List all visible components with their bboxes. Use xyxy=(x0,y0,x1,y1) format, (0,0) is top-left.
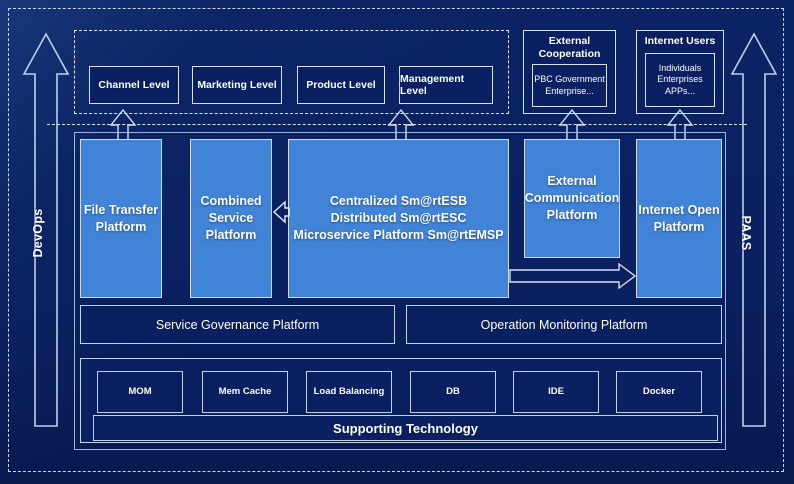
level-label: Product Level xyxy=(306,79,376,91)
up-arrow-icon xyxy=(22,32,70,427)
platform-label: Internet Open Platform xyxy=(638,202,720,234)
tech-box-docker[interactable]: Docker xyxy=(616,371,702,413)
platform-label: File Transfer Platform xyxy=(83,202,159,234)
internet-users-detail: Individuals Enterprises APPs... xyxy=(645,53,715,107)
tech-box-load-balancing[interactable]: Load Balancing xyxy=(306,371,392,413)
internet-open-platform[interactable]: Internet Open Platform xyxy=(636,139,722,298)
governance-label: Operation Monitoring Platform xyxy=(480,317,648,332)
level-box-channel[interactable]: Channel Level xyxy=(89,66,179,104)
right-arrow-icon xyxy=(509,262,637,290)
esb-line-3: Microservice Platform Sm@rtEMSP xyxy=(293,228,504,242)
tech-label: Docker xyxy=(642,386,676,397)
platform-label: Centralized Sm@rtESB Distributed Sm@rtES… xyxy=(293,193,503,244)
layer-divider xyxy=(47,124,747,125)
tech-label: IDE xyxy=(548,386,564,397)
tech-label: DB xyxy=(446,386,460,397)
tech-label: Load Balancing xyxy=(313,386,385,397)
devops-rail: DevOps xyxy=(22,30,72,430)
tech-box-mom[interactable]: MOM xyxy=(97,371,183,413)
level-box-product[interactable]: Product Level xyxy=(297,66,385,104)
level-label: Marketing Level xyxy=(197,79,277,91)
internet-users-title: Internet Users xyxy=(644,35,716,47)
up-arrow-icon xyxy=(730,32,778,427)
platform-frame xyxy=(74,132,726,450)
left-arrow-icon xyxy=(272,200,290,224)
external-cooperation-title: External Cooperation xyxy=(538,35,601,60)
devops-label: DevOps xyxy=(31,208,45,258)
external-communication-platform[interactable]: External Communication Platform xyxy=(524,139,620,258)
service-governance-platform[interactable]: Service Governance Platform xyxy=(80,305,395,344)
platform-label: Combined Service Platform xyxy=(200,194,262,242)
level-label: Channel Level xyxy=(98,79,170,91)
level-label: Management Level xyxy=(400,73,465,97)
internet-users-box[interactable]: Internet Users Individuals Enterprises A… xyxy=(636,30,724,114)
paas-label: PAAS xyxy=(739,215,753,251)
tech-box-db[interactable]: DB xyxy=(410,371,496,413)
combined-service-platform[interactable]: Combined Service Platform xyxy=(190,139,272,298)
platform-label: External Communication Platform xyxy=(524,174,620,222)
file-transfer-platform[interactable]: File Transfer Platform xyxy=(80,139,162,298)
tech-label: MOM xyxy=(128,386,152,397)
outer-dashed-frame xyxy=(8,8,784,472)
external-cooperation-detail: PBC Government Enterprise... xyxy=(532,64,607,107)
paas-rail: PAAS xyxy=(730,30,780,430)
level-box-marketing[interactable]: Marketing Level xyxy=(192,66,282,104)
esb-line-2: Distributed Sm@rtESC xyxy=(330,211,467,225)
consumer-band-frame xyxy=(74,30,509,114)
level-box-management[interactable]: Management Level xyxy=(399,66,493,104)
service-bus-platform[interactable]: Centralized Sm@rtESB Distributed Sm@rtES… xyxy=(288,139,509,298)
tech-label: Mem Cache xyxy=(218,386,272,397)
tech-box-ide[interactable]: IDE xyxy=(513,371,599,413)
supporting-technology-bar[interactable]: Supporting Technology xyxy=(93,415,718,441)
tech-box-mem-cache[interactable]: Mem Cache xyxy=(202,371,288,413)
external-cooperation-box[interactable]: External Cooperation PBC Government Ente… xyxy=(523,30,616,114)
operation-monitoring-platform[interactable]: Operation Monitoring Platform xyxy=(406,305,722,344)
governance-label: Service Governance Platform xyxy=(155,317,320,332)
esb-line-1: Centralized Sm@rtESB xyxy=(329,194,468,208)
supporting-technology-label: Supporting Technology xyxy=(333,420,478,436)
